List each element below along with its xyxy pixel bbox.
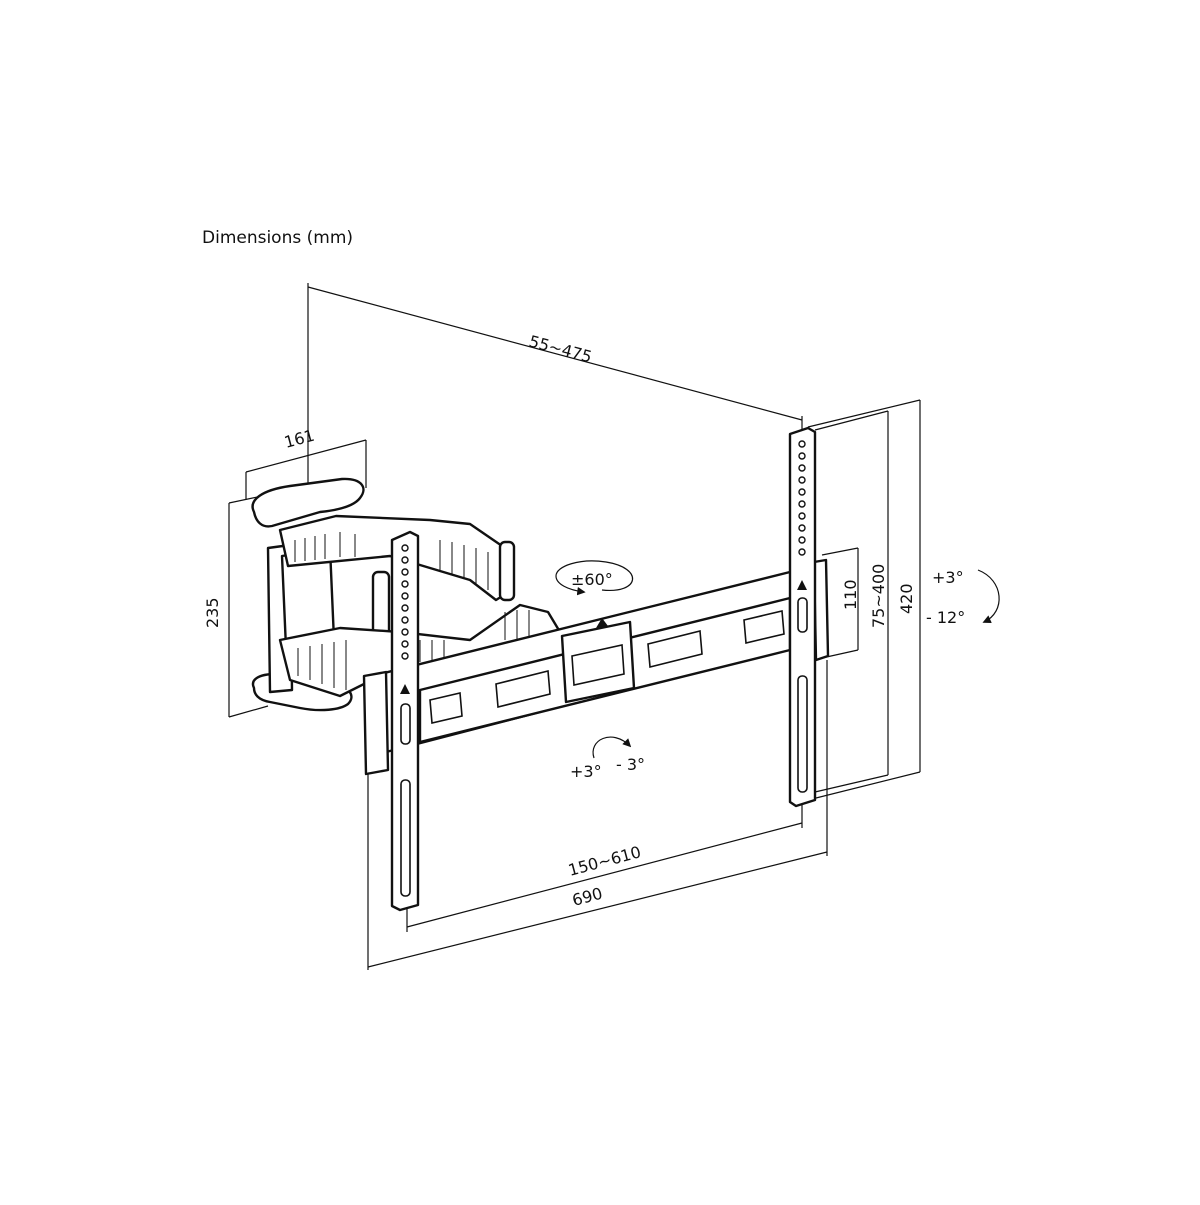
wall-plate-assembly	[251, 477, 562, 712]
right-bracket-slot-upper	[797, 597, 808, 633]
label-level-right: - 3°	[616, 755, 645, 774]
label-arm-extension: 55~475	[527, 332, 594, 367]
diagram-title: Dimensions (mm)	[202, 228, 354, 248]
dim-420-bottom-ext	[807, 771, 921, 801]
left-bracket-slot-upper	[400, 703, 411, 745]
plate-width-dimension-line	[245, 439, 367, 473]
rail-slot-3	[647, 629, 703, 669]
plate-height-bottom-extension	[228, 705, 269, 718]
lower-arm-ribs	[297, 610, 530, 690]
right-bracket-arrow-icon	[797, 580, 807, 590]
upper-arm-ribs	[294, 532, 489, 590]
dim-690-line	[367, 851, 828, 968]
left-vertical-bracket	[390, 530, 420, 912]
horizontal-rail	[362, 558, 830, 776]
label-plate-width: 161	[282, 426, 316, 452]
label-dim-110: 110	[841, 579, 860, 610]
label-dim-420: 420	[897, 583, 916, 614]
level-arrow-icon	[592, 736, 632, 759]
label-dim-690: 690	[570, 884, 604, 910]
left-bracket-arrow-icon	[400, 684, 410, 694]
label-tilt-down: - 12°	[926, 608, 965, 627]
right-bracket-slot-lower	[797, 675, 808, 793]
dim-75-400-top-ext	[814, 410, 889, 431]
label-tilt-up: +3°	[932, 568, 964, 587]
rail-center-lock-window	[571, 644, 625, 686]
label-swivel: ±60°	[571, 570, 613, 589]
dim-420-top-ext	[807, 399, 921, 428]
label-dim-75-400: 75~400	[869, 564, 888, 628]
right-vertical-bracket	[788, 426, 817, 808]
right-bracket-holes	[798, 440, 806, 556]
dim-150-610-line	[406, 822, 803, 928]
rail-slot-1	[429, 692, 463, 724]
rail-slot-4	[743, 610, 785, 644]
label-dim-150-610: 150~610	[566, 842, 643, 880]
rail-left-endcap	[362, 670, 390, 776]
label-plate-height: 235	[203, 597, 222, 628]
swivel-arrow-icon	[555, 560, 634, 596]
rotation-arrows	[555, 560, 1000, 759]
upper-arm-pivot	[498, 540, 516, 602]
label-level-left: +3°	[570, 762, 602, 781]
rail-slot-2	[495, 669, 551, 709]
dim-110-top-ext	[821, 547, 859, 556]
arm-extension-dimension-line	[307, 286, 803, 421]
left-bracket-holes	[401, 544, 409, 660]
left-bracket-slot-lower	[400, 779, 411, 897]
tilt-arrow-icon	[977, 569, 1000, 624]
wall-plate-top-cap	[251, 477, 365, 528]
rail-center-arrow-icon	[596, 618, 608, 628]
